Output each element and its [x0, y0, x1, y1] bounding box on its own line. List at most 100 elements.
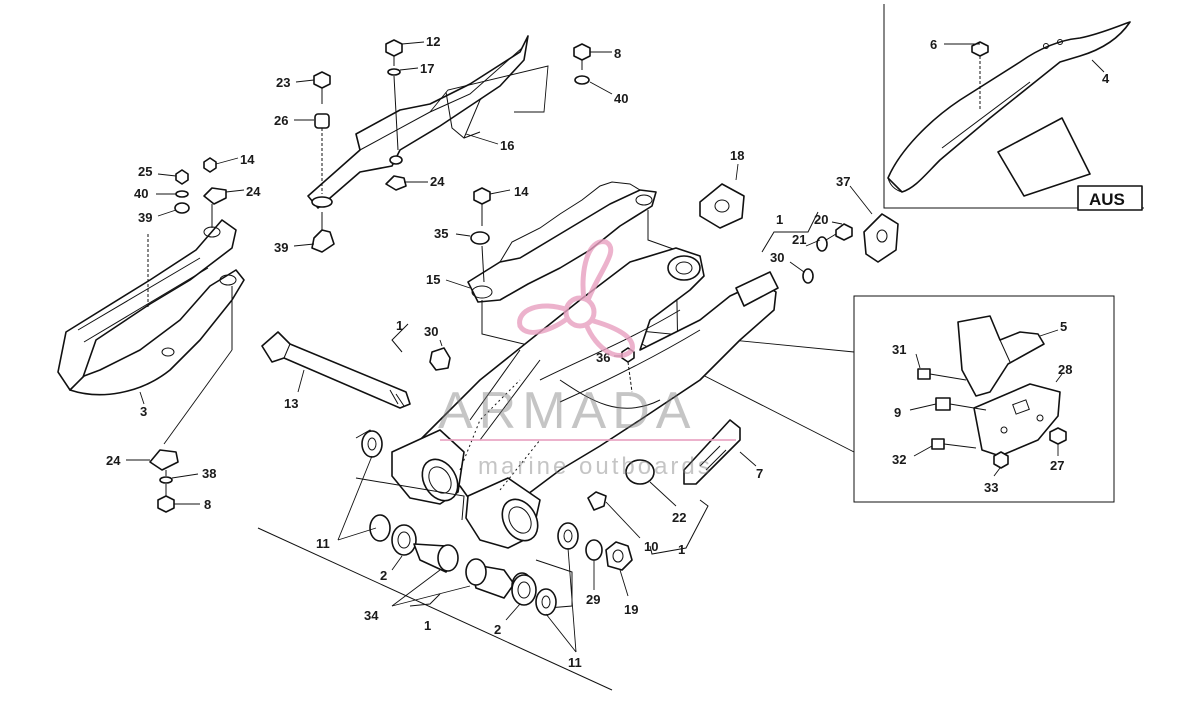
nut-19	[605, 541, 633, 571]
callout-32: 32	[892, 452, 906, 467]
callout-40-top: 40	[614, 91, 628, 106]
callout-22: 22	[672, 510, 686, 525]
callout-35: 35	[434, 226, 448, 241]
callout-20: 20	[814, 212, 828, 227]
callout-18: 18	[730, 148, 744, 163]
spacer-26	[314, 113, 330, 129]
right-small-parts: 18 37 1 20 21 30	[699, 148, 899, 284]
spacer-39-left	[174, 202, 190, 214]
watermark-propeller-logo	[517, 239, 635, 358]
callout-37: 37	[836, 174, 850, 189]
bolt-25	[175, 169, 189, 185]
upper-chain-slider: 14 35 15	[426, 181, 679, 361]
chain-slider-detail-inset: 5 31 28 9 32 27 33	[629, 295, 1115, 503]
bushing-11-c	[557, 522, 579, 550]
callout-9: 9	[894, 405, 901, 420]
washer-40-left	[175, 190, 189, 198]
callout-38: 38	[202, 466, 216, 481]
nut-27	[1049, 427, 1067, 445]
bolt-23	[313, 71, 331, 89]
washer-40-top	[574, 75, 590, 85]
callout-8-bottom: 8	[204, 497, 211, 512]
chain-guide-rail	[887, 21, 1131, 193]
bolt-9	[935, 397, 987, 411]
bushing-11-a	[361, 430, 383, 458]
callout-30-left: 30	[424, 324, 438, 339]
callout-3: 3	[140, 404, 147, 419]
bushing-11-b	[535, 588, 557, 616]
nut-33	[993, 451, 1009, 469]
nut-8-bottom	[157, 495, 175, 513]
callout-16: 16	[500, 138, 514, 153]
callout-19: 19	[624, 602, 638, 617]
bolt-14-left	[203, 157, 217, 173]
callout-31: 31	[892, 342, 906, 357]
callout-2-right: 2	[494, 622, 501, 637]
bolt-14-mid	[473, 187, 491, 205]
callout-33: 33	[984, 480, 998, 495]
callout-23: 23	[276, 75, 290, 90]
swingarm: 36	[391, 247, 779, 549]
upper-chain-guard: 12 8 23 17 40 26 16 24 39	[274, 34, 628, 255]
callout-39-left: 39	[138, 210, 152, 225]
slider-block-18	[699, 183, 745, 229]
callout-24-left: 24	[246, 184, 261, 199]
callout-6: 6	[930, 37, 937, 52]
callout-24-mid: 24	[430, 174, 445, 189]
callout-8-top: 8	[614, 46, 621, 61]
callout-1-lowright: 1	[678, 542, 685, 557]
callout-5: 5	[1060, 319, 1067, 334]
spacer-34-right	[465, 558, 515, 599]
callout-40-left: 40	[134, 186, 148, 201]
callout-24-bottom: 24	[106, 453, 121, 468]
spacer-34-left	[413, 543, 459, 573]
cap-10	[587, 491, 607, 511]
callout-1-right: 1	[776, 212, 783, 227]
bearing-2-right	[511, 572, 537, 606]
callout-28: 28	[1058, 362, 1072, 377]
washer-35	[470, 231, 490, 245]
callout-34: 34	[364, 608, 379, 623]
washer-17	[387, 68, 401, 76]
bearing-2-left	[369, 514, 417, 556]
plug-22	[625, 459, 655, 485]
callout-1-left: 1	[396, 318, 403, 333]
callout-30-right: 30	[770, 250, 784, 265]
grommet-24-left	[203, 187, 227, 205]
callout-14-mid: 14	[514, 184, 529, 199]
callout-17: 17	[420, 61, 434, 76]
callout-29: 29	[586, 592, 600, 607]
grommet-24-bottom	[149, 449, 179, 471]
callout-27: 27	[1050, 458, 1064, 473]
callout-25: 25	[138, 164, 152, 179]
washer-21	[816, 236, 828, 252]
aus-badge-text: AUS	[1089, 190, 1125, 209]
aus-badge	[1077, 185, 1143, 211]
bolt-12	[385, 39, 403, 57]
callout-2-left: 2	[380, 568, 387, 583]
washer-38	[159, 476, 173, 484]
washer-29	[585, 539, 603, 561]
callout-26: 26	[274, 113, 288, 128]
bolt-31	[917, 368, 967, 381]
watermark-brand: ARMADA	[438, 382, 696, 440]
pivot-bearings: 11 2 34 1 2 11 29 19 10 22 1 7	[257, 419, 763, 691]
callout-12: 12	[426, 34, 440, 49]
bolt-20	[835, 223, 853, 241]
grommet-24-upper	[385, 175, 407, 191]
callout-1-bottom: 1	[424, 618, 431, 633]
grommet-39-upper	[311, 229, 335, 253]
aus-inset: AUS 6 4	[883, 4, 1144, 211]
callout-11-left: 11	[316, 536, 330, 551]
callout-15: 15	[426, 272, 440, 287]
callout-13: 13	[284, 396, 298, 411]
slider-block-37	[863, 213, 899, 263]
callout-11-right: 11	[568, 655, 582, 670]
pivot-axle: 13 1 30	[261, 318, 451, 411]
callout-4: 4	[1102, 71, 1110, 86]
pad-7	[683, 419, 741, 485]
callout-21: 21	[792, 232, 806, 247]
washer-30-right	[802, 268, 814, 284]
bolt-32	[931, 438, 977, 450]
